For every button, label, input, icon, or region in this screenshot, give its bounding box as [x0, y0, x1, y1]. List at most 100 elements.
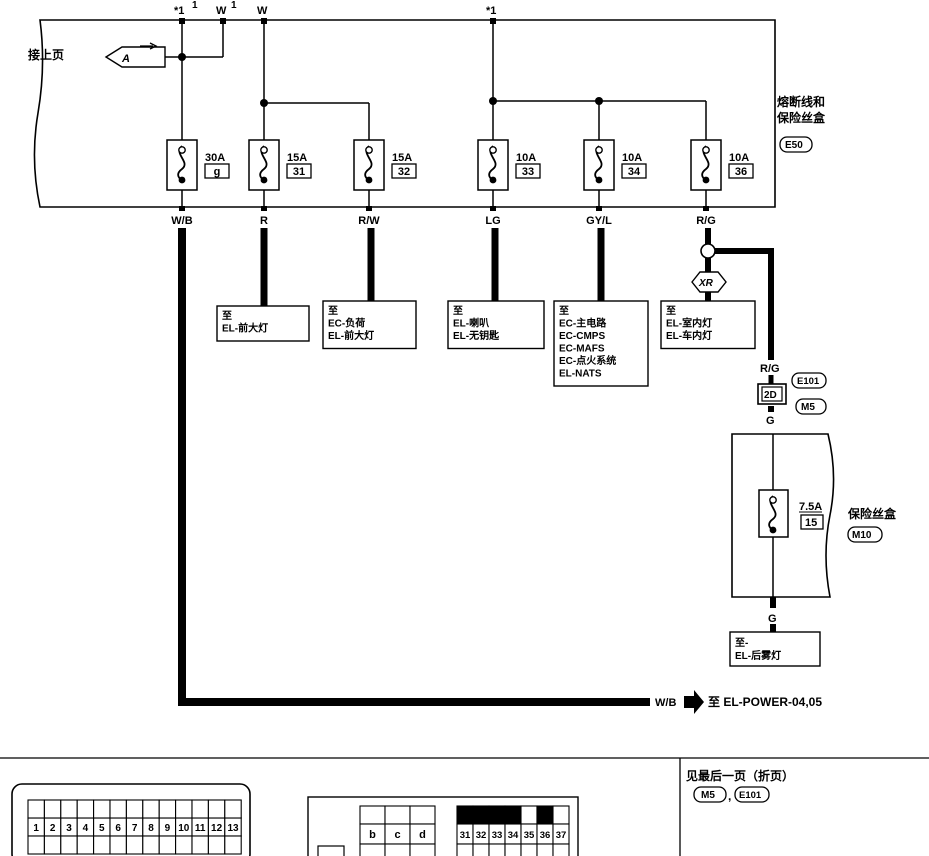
- fuse-rating: 10A: [516, 152, 536, 164]
- connector-2d-wire-top: R/G: [760, 363, 780, 375]
- destination-line: EL-室内灯: [666, 317, 712, 330]
- fuse-terminal: [489, 146, 497, 154]
- bottom-note-ref1-badge: [693, 786, 727, 803]
- junction-dot: [489, 97, 497, 105]
- pin-cell: [93, 835, 111, 855]
- fuse-wire-color: R/W: [358, 215, 380, 227]
- stub: [490, 18, 496, 24]
- junction-dot: [178, 53, 186, 61]
- pin-label: 12: [211, 823, 223, 834]
- destination-box-frame: [216, 305, 310, 342]
- pin-cell: [125, 799, 144, 819]
- connector-2d-ref1: E101: [797, 376, 820, 387]
- fuse-wire-color: LG: [485, 215, 500, 227]
- top-label-star1-center: *1: [486, 5, 496, 17]
- fuse-terminal: [595, 176, 603, 184]
- destination-line: EC-主电路: [559, 317, 607, 330]
- fuse-num: 34: [628, 166, 641, 178]
- power-destination: 至 EL-POWER-04,05: [708, 695, 822, 709]
- stub: [261, 206, 267, 211]
- destination-line: 至: [666, 305, 676, 317]
- fuse-num: 32: [398, 166, 410, 178]
- rear-fog-line1: 至-: [735, 637, 748, 649]
- pin-label: 37: [556, 830, 567, 841]
- stub: [366, 206, 372, 211]
- fuse-wire-color: GY/L: [586, 215, 612, 227]
- pin-cell: [43, 799, 62, 819]
- fuse-num: g: [214, 166, 221, 178]
- pin-label: 36: [540, 830, 551, 841]
- pin-cell: [384, 805, 411, 825]
- pin-cell: [142, 799, 160, 819]
- top-label-sup1: 1: [192, 0, 198, 11]
- destination-box-frame: [660, 300, 756, 350]
- fuse-num-box: [204, 163, 230, 179]
- pin-label: c: [394, 829, 400, 841]
- destination-box-frame: [322, 300, 417, 350]
- pin-label: 32: [476, 830, 487, 841]
- pin-label: 34: [508, 830, 519, 841]
- pin-cell: [60, 799, 78, 819]
- fuse-terminal: [702, 176, 710, 184]
- pin-label: 35: [524, 830, 535, 841]
- top-label-star1-left: *1: [174, 5, 184, 17]
- connector-2d-ref1-badge: [791, 372, 827, 389]
- pin-cell: [536, 805, 554, 825]
- pin-cell: [456, 843, 474, 856]
- stub: [703, 206, 709, 211]
- fuse-terminal: [260, 146, 268, 154]
- stub: [179, 206, 185, 211]
- destination-line: 至: [453, 305, 463, 317]
- pin-label: 3: [66, 823, 72, 834]
- destination-box: 至EL-前大灯: [216, 305, 310, 342]
- destination-line: EL-前大灯: [222, 322, 268, 335]
- pin-label: 13: [227, 823, 239, 834]
- fuse-m10-terminal: [769, 526, 777, 534]
- top-label-w-mid: W: [216, 5, 227, 17]
- stub: [261, 18, 267, 24]
- pin-cell: [224, 835, 242, 855]
- fuse-rating: 10A: [729, 152, 749, 164]
- stub: [220, 18, 226, 24]
- fuse-terminal: [489, 176, 497, 184]
- fuse-num-box: [515, 163, 541, 179]
- fuse-terminal: [365, 146, 373, 154]
- pin-cell: [158, 835, 177, 855]
- connector-arrow-icon: [140, 42, 158, 50]
- pin-cell: [27, 799, 45, 819]
- top-label-sup2: 1: [231, 0, 237, 11]
- fuse-m10-num: 15: [805, 517, 817, 529]
- pin-label: d: [419, 829, 426, 841]
- destination-line: EL-车内灯: [666, 329, 712, 342]
- pin-label: 9: [165, 823, 171, 834]
- connector-a-label: A: [121, 53, 130, 65]
- destination-line: EL-NATS: [559, 369, 602, 380]
- pin-cell: [472, 805, 490, 825]
- pin-label: 8: [148, 823, 154, 834]
- pin-cell: [520, 805, 538, 825]
- pin-cell: [142, 835, 160, 855]
- pin-cell: [175, 835, 193, 855]
- rear-fog-line2: EL-后雾灯: [735, 649, 781, 662]
- pin-cell: [504, 805, 522, 825]
- pin-cell: [488, 805, 506, 825]
- fuse-m10-rating: 7.5A: [799, 501, 822, 513]
- stub: [179, 18, 185, 24]
- fuse-wire-color: R: [260, 215, 268, 227]
- stub: [596, 206, 602, 211]
- stub: [768, 406, 774, 412]
- fuse-rating: 10A: [622, 152, 642, 164]
- pin-cell: [456, 805, 474, 825]
- fuse-terminal: [260, 176, 268, 184]
- fuse-group: 30AgW/B15A31R15A32R/W10A33LG10A34GY/L10A…: [166, 139, 754, 227]
- pin-label: 11: [195, 823, 206, 834]
- pin-label: 4: [83, 823, 89, 834]
- fuse-m10-wire-out: G: [768, 613, 777, 625]
- fuse-terminal: [702, 146, 710, 154]
